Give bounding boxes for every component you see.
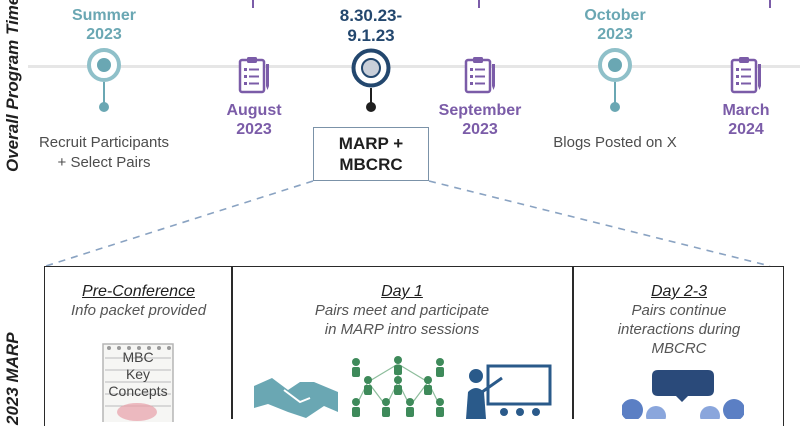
panel-title: Pre-Conference [82, 283, 195, 300]
panel-divider [572, 266, 574, 419]
connector-line [614, 82, 616, 106]
timeline-label-september: September 2023 [438, 102, 522, 138]
connector-dot [366, 102, 376, 112]
october-description: Blogs Posted on X [553, 134, 677, 151]
connector-line [103, 82, 105, 106]
panel-subtitle: Info packet provided [70, 302, 207, 319]
marp-mbcrc-label: MARP + MBCRC [338, 134, 404, 174]
connector-line [370, 88, 372, 106]
handshake-icon [254, 368, 338, 419]
panel-day-2-3: Day 2-3 Pairs continue interactions duri… [574, 266, 784, 426]
timeline-label-october: October 2023 [584, 7, 646, 43]
marp-mbcrc-box [313, 127, 429, 181]
panel-divider [231, 266, 233, 419]
notepad-text: MBC Key Concepts [108, 349, 168, 399]
panel-subtitle: Pairs meet and participate in MARP intro… [314, 302, 490, 338]
summer-description: Recruit Participants + Select Pairs [38, 134, 170, 171]
chat-bubbles-icon [621, 366, 745, 426]
panel-subtitle: Pairs continue interactions during MBCRC [617, 302, 741, 357]
timeline-label-marp-dates: 8.30.23- 9.1.23 [339, 6, 403, 45]
presenter-icon [464, 362, 554, 419]
connector-line [769, 0, 771, 8]
target-circle-icon [351, 48, 391, 88]
marp-detail-frame [44, 266, 784, 426]
timeline-line [28, 65, 800, 68]
notepad-icon [97, 340, 179, 427]
connector-dot [610, 102, 620, 112]
target-circle-icon [87, 48, 121, 82]
panel-day-1: Day 1 Pairs meet and participate in MARP… [232, 266, 572, 426]
panel-title: Day 1 [381, 283, 423, 300]
timeline-label-august: August 2023 [226, 102, 282, 138]
clipboard-checklist-icon [729, 56, 763, 94]
panel-pre-conference: Pre-Conference Info packet provided [46, 266, 231, 426]
clipboard-checklist-icon [237, 56, 271, 94]
panel-title: Day 2-3 [650, 283, 708, 300]
connector-line [478, 0, 480, 8]
connector-line [252, 0, 254, 8]
clipboard-checklist-icon [463, 56, 497, 94]
target-circle-icon [598, 48, 632, 82]
people-network-icon [346, 354, 450, 419]
connector-dot [99, 102, 109, 112]
timeline-label-summer: Summer 2023 [71, 7, 137, 43]
timeline-label-march: March 2024 [722, 102, 770, 138]
